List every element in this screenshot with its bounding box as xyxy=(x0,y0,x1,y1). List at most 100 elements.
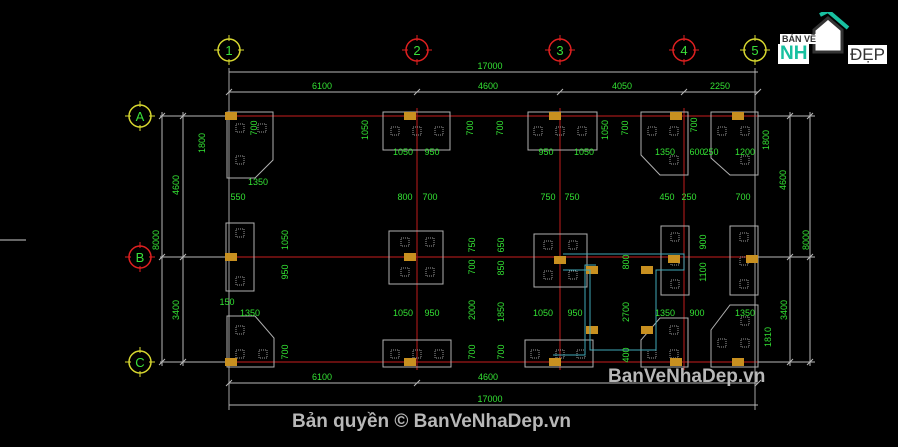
pile-marker xyxy=(425,237,435,247)
dimension-label: 1050 xyxy=(574,147,594,157)
dimension-label: 1050 xyxy=(393,147,413,157)
pile-marker xyxy=(568,270,578,280)
footing-outline xyxy=(660,225,690,296)
dimension-label: 2700 xyxy=(621,302,631,322)
dimension-label: 800 xyxy=(621,254,631,269)
dimension-label: 700 xyxy=(495,120,505,135)
column-marker xyxy=(554,256,566,264)
pile-marker xyxy=(740,126,750,136)
site-logo: BẢN VẼ NH ĐẸP xyxy=(776,12,888,64)
pile-marker xyxy=(235,155,245,165)
logo-line3: ĐẸP xyxy=(848,45,887,64)
dimension-label: 950 xyxy=(424,308,439,318)
dimension-label: 1350 xyxy=(655,147,675,157)
axis-label: 4 xyxy=(680,43,687,58)
dimension-label: 250 xyxy=(703,147,718,157)
pile-marker xyxy=(555,126,565,136)
column-marker xyxy=(732,112,744,120)
footing-outline xyxy=(388,230,444,285)
column-marker xyxy=(746,255,758,263)
column-marker xyxy=(225,112,237,120)
pile-marker xyxy=(670,279,680,289)
dimension-label: 700 xyxy=(249,120,259,135)
footing-outline xyxy=(729,225,759,296)
dimension-tick xyxy=(225,88,233,96)
pile-marker xyxy=(257,123,267,133)
pile-marker xyxy=(235,228,245,238)
logo-line1: BẢN VẼ xyxy=(780,34,819,44)
dimension-label: 700 xyxy=(467,344,477,359)
column-marker xyxy=(586,266,598,274)
pile-marker xyxy=(235,276,245,286)
column-marker xyxy=(732,358,744,366)
dimension-label: 1050 xyxy=(393,308,413,318)
column-marker xyxy=(404,358,416,366)
pile-marker xyxy=(739,279,749,289)
pile-marker xyxy=(425,267,435,277)
axis-label: 5 xyxy=(751,43,758,58)
dimension-label: 1350 xyxy=(655,308,675,318)
dimension-label: 1100 xyxy=(698,262,708,281)
dimension-label: 1350 xyxy=(248,177,268,187)
dimension-label: 800 xyxy=(397,192,412,202)
pile-marker xyxy=(390,349,400,359)
axis-label: A xyxy=(136,109,145,124)
dimension-label: 400 xyxy=(621,347,631,362)
dimension-tick xyxy=(413,88,421,96)
pile-marker xyxy=(647,349,657,359)
dimension-label: 950 xyxy=(538,147,553,157)
dimension-label: 700 xyxy=(465,120,475,135)
column-marker xyxy=(668,255,680,263)
column-marker xyxy=(404,253,416,261)
pile-marker xyxy=(400,237,410,247)
pile-marker xyxy=(670,232,680,242)
dimension-label: 1350 xyxy=(735,308,755,318)
pile-marker xyxy=(740,338,750,348)
dimension-label: 4050 xyxy=(612,81,632,91)
logo-line2: NH xyxy=(778,43,810,64)
pile-marker xyxy=(717,338,727,348)
pile-marker xyxy=(434,126,444,136)
dimension-label: 4600 xyxy=(478,81,498,91)
dimension-label: 700 xyxy=(496,344,506,359)
dimension-label: 1050 xyxy=(280,230,290,250)
dimension-tick xyxy=(556,88,564,96)
pile-marker xyxy=(400,267,410,277)
dimension-label: 700 xyxy=(422,192,437,202)
footing-outline xyxy=(226,111,274,179)
dimension-label: 3400 xyxy=(779,300,789,320)
elevator-pit-outline xyxy=(563,253,685,351)
watermark-copyright: Bản quyền © BanVeNhaDep.vn xyxy=(292,411,572,432)
pile-marker xyxy=(740,316,750,326)
dimension-label: 950 xyxy=(280,264,290,279)
pile-marker xyxy=(235,349,245,359)
dimension-label: 17000 xyxy=(477,394,502,404)
pile-marker xyxy=(740,155,750,165)
dimension-label: 700 xyxy=(467,259,477,274)
column-marker xyxy=(641,326,653,334)
pile-marker xyxy=(717,126,727,136)
column-marker xyxy=(670,358,682,366)
pile-marker xyxy=(258,349,268,359)
pile-marker xyxy=(568,240,578,250)
dimension-label: 750 xyxy=(540,192,555,202)
dimension-tick xyxy=(225,379,233,387)
dimension-label: 2000 xyxy=(467,300,477,320)
dimension-label: 700 xyxy=(735,192,750,202)
dimension-label: 4600 xyxy=(171,175,181,195)
pile-marker xyxy=(669,325,679,335)
dimension-label: 700 xyxy=(280,344,290,359)
pile-marker xyxy=(647,126,657,136)
dimension-label: 1800 xyxy=(761,130,771,150)
pile-marker xyxy=(669,155,679,165)
dimension-label: 4600 xyxy=(478,372,498,382)
footing-outline xyxy=(533,233,588,288)
column-marker xyxy=(225,358,237,366)
dimension-label: 4600 xyxy=(778,170,788,190)
pile-marker xyxy=(412,126,422,136)
dimension-label: 550 xyxy=(230,192,245,202)
dimension-label: 250 xyxy=(681,192,696,202)
column-marker xyxy=(670,112,682,120)
